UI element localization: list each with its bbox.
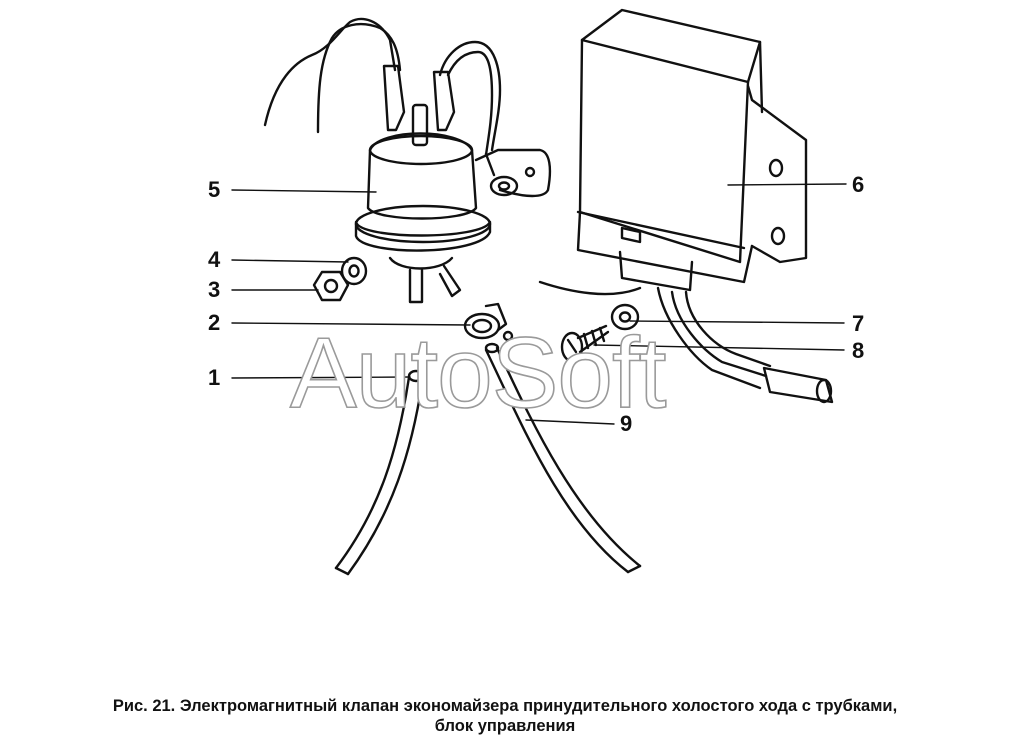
callout-7: 7 [852,311,865,336]
hose-clamp-part [463,302,514,342]
leader-line-2 [231,322,471,326]
leader-line-4 [231,259,349,263]
callout-4: 4 [208,247,221,272]
callout-5: 5 [208,177,221,202]
leader-line-8 [593,344,845,351]
tube-1-part [334,369,425,576]
caption-line-2: блок управления [434,717,576,735]
callout-6: 6 [852,172,865,197]
callout-2: 2 [208,310,221,335]
screw-part [560,324,610,363]
leader-line-7 [629,320,845,324]
leader-line-6 [727,183,847,186]
leader-line-9 [525,419,615,425]
callout-8: 8 [852,338,865,363]
nut-part [312,270,350,302]
control-unit-part [538,8,834,404]
callout-9: 9 [620,411,633,436]
tube-9-part [484,342,642,574]
leader-line-1 [231,376,411,379]
caption-line-1: Рис. 21. Электромагнитный клапан эконома… [112,697,898,715]
figure-caption: Рис. 21. Электромагнитный клапан эконома… [0,696,1010,736]
washer-part [340,256,368,286]
callout-3: 3 [208,277,221,302]
solenoid-valve-part [263,17,552,304]
leader-line-5 [231,189,377,193]
callout-1: 1 [208,365,221,390]
leader-lines [231,183,847,425]
washer-7-part [610,303,640,331]
